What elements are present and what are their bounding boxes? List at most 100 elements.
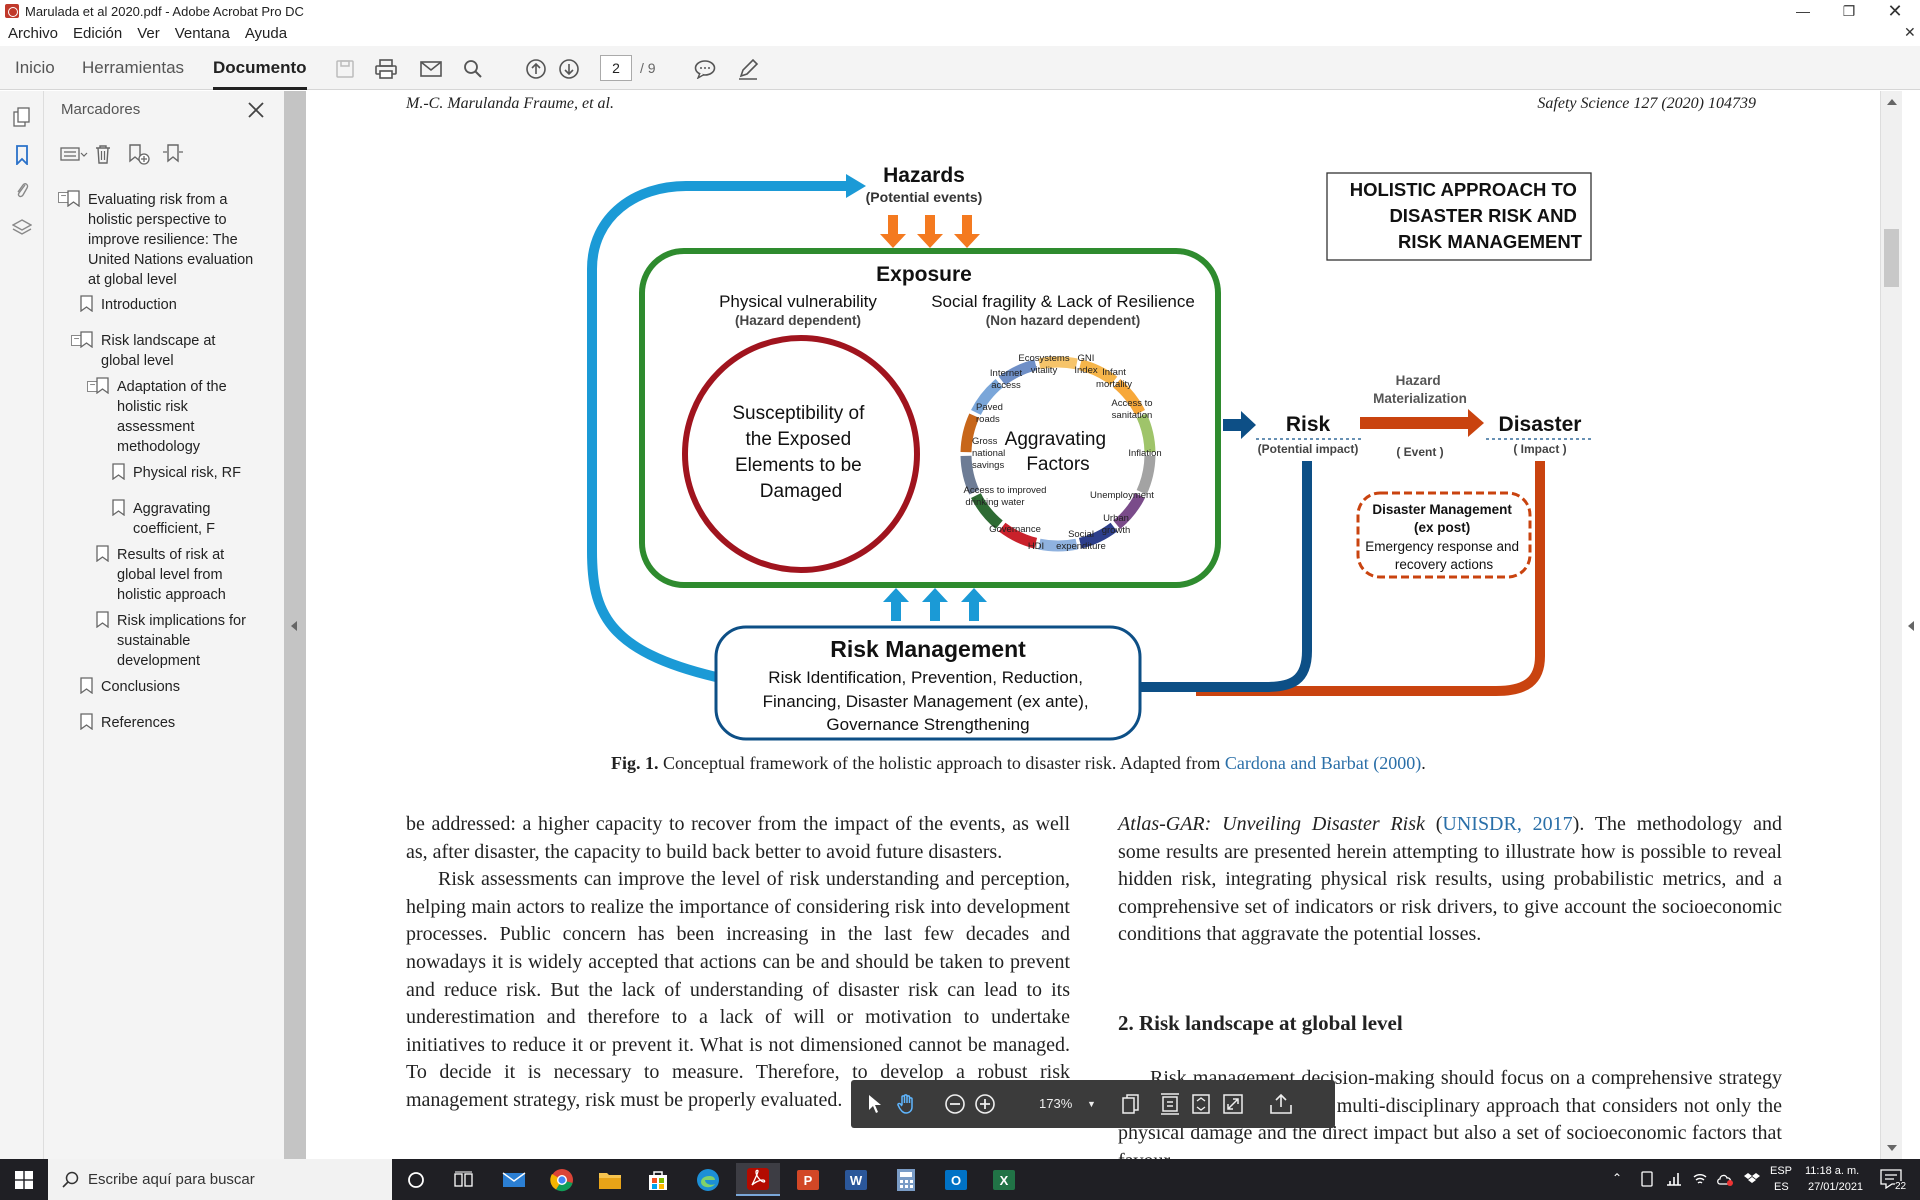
page-header-journal: Safety Science 127 (2020) 104739 [1537, 95, 1756, 112]
acrobat-taskbar-icon[interactable] [736, 1163, 780, 1196]
menu-archivo[interactable]: Archivo [8, 24, 59, 42]
tab-documento[interactable]: Documento [213, 46, 307, 90]
share-upload-icon[interactable] [1269, 1092, 1293, 1116]
menu-ver[interactable]: Ver [137, 24, 160, 42]
expand-right-pane-icon[interactable] [1908, 621, 1914, 631]
exposure-box [639, 248, 1221, 588]
full-screen-icon[interactable] [1221, 1092, 1245, 1116]
scrollbar-thumb[interactable] [1884, 229, 1899, 287]
scroll-mode-icon[interactable] [1158, 1092, 1182, 1116]
windows-start-button[interactable] [0, 1159, 48, 1200]
bookmarks-panel-icon[interactable] [11, 144, 33, 166]
wheel-segment [960, 455, 980, 495]
cortana-icon[interactable] [394, 1163, 438, 1196]
tab-herramientas[interactable]: Herramientas [82, 58, 185, 77]
fit-page-icon[interactable] [1189, 1092, 1213, 1116]
outlook-icon[interactable]: O [934, 1163, 978, 1196]
bookmark-options-icon[interactable] [60, 141, 94, 167]
zoom-level-select[interactable]: 173%▼ [1031, 1091, 1101, 1117]
edge-icon[interactable] [686, 1163, 730, 1196]
tab-inicio[interactable]: Inicio [15, 58, 55, 77]
page-thumbnails-icon[interactable] [11, 106, 33, 128]
caption-citation-link[interactable]: Cardona and Barbat (2000) [1224, 753, 1422, 773]
taskbar-search-box[interactable]: Escribe aquí para buscar [48, 1159, 392, 1200]
bookmark-item[interactable]: References [80, 713, 175, 733]
network-icon[interactable] [1666, 1171, 1682, 1187]
scroll-down-arrow-icon[interactable] [1887, 1145, 1897, 1151]
svg-text:P: P [804, 1173, 813, 1188]
sign-pen-icon[interactable] [735, 56, 761, 82]
menu-edicion[interactable]: Edición [73, 24, 123, 42]
excel-icon[interactable]: X [982, 1163, 1026, 1196]
menu-ventana[interactable]: Ventana [174, 24, 230, 42]
email-icon[interactable] [418, 56, 444, 82]
clock-date[interactable]: 27/01/2021 [1808, 1181, 1864, 1193]
next-page-icon[interactable] [556, 56, 582, 82]
vertical-scrollbar[interactable] [1880, 91, 1902, 1159]
hand-tool-icon[interactable] [895, 1092, 919, 1116]
prev-page-icon[interactable] [523, 56, 549, 82]
save-icon[interactable] [332, 56, 358, 82]
layers-icon[interactable] [11, 217, 33, 239]
task-view-icon[interactable] [442, 1163, 486, 1196]
attachments-icon[interactable] [11, 179, 33, 201]
new-bookmark-icon[interactable] [128, 141, 162, 167]
document-view[interactable]: M.-C. Marulanda Fraume, et al. Safety Sc… [306, 91, 1880, 1159]
bookmark-label: Introduction [101, 297, 177, 313]
store-icon[interactable] [636, 1163, 680, 1196]
input-language[interactable]: ESP [1770, 1165, 1793, 1177]
input-language-sub[interactable]: ES [1774, 1181, 1789, 1193]
calculator-icon[interactable] [884, 1163, 928, 1196]
mail-app-icon[interactable] [492, 1163, 536, 1196]
page-number-input[interactable]: 2 [600, 55, 632, 81]
delete-bookmark-icon[interactable] [94, 141, 128, 167]
wheel-segment [960, 413, 980, 453]
device-icon[interactable] [1640, 1171, 1654, 1187]
citation-link[interactable]: UNISDR, 2017 [1442, 813, 1573, 835]
expand-bookmark-icon[interactable] [162, 141, 196, 167]
bookmark-item[interactable]: Introduction [80, 295, 177, 315]
print-icon[interactable] [373, 56, 399, 82]
scroll-up-arrow-icon[interactable] [1887, 99, 1897, 105]
notifications-icon[interactable] [1880, 1169, 1902, 1189]
cloud-icon[interactable] [1716, 1171, 1734, 1187]
zoom-in-icon[interactable] [973, 1092, 997, 1116]
powerpoint-icon[interactable]: P [786, 1163, 830, 1196]
search-icon[interactable] [460, 56, 486, 82]
page-display-icon[interactable] [1119, 1092, 1143, 1116]
left-rail [0, 91, 44, 1159]
wifi-icon[interactable] [1692, 1171, 1708, 1187]
close-button[interactable]: ✕ [1887, 0, 1903, 21]
select-cursor-icon[interactable] [863, 1092, 887, 1116]
word-icon[interactable]: W [834, 1163, 878, 1196]
minimize-button[interactable]: — [1796, 3, 1810, 19]
bookmark-item[interactable]: Physical risk, RF [112, 463, 241, 483]
bookmark-icon [112, 463, 125, 480]
clock-time[interactable]: 11:18 a. m. [1805, 1165, 1860, 1177]
chrome-icon[interactable] [540, 1163, 584, 1196]
file-explorer-icon[interactable] [588, 1163, 632, 1196]
zoom-out-icon[interactable] [943, 1092, 967, 1116]
dropbox-icon[interactable] [1744, 1171, 1760, 1187]
close-document-icon[interactable]: ✕ [1904, 24, 1916, 40]
close-pane-icon[interactable] [246, 100, 266, 120]
maximize-button[interactable]: ❐ [1842, 2, 1856, 19]
figure-diagram: Hazards (Potential events) Exposure Phys… [587, 164, 1592, 741]
bookmark-icon [80, 713, 93, 730]
collapse-arrow-icon[interactable] [291, 621, 297, 631]
aggravating-factors-text: Aggravating Factors [1005, 429, 1112, 475]
comment-icon[interactable] [692, 56, 718, 82]
menu-ayuda[interactable]: Ayuda [244, 24, 288, 42]
bookmark-item[interactable]: Conclusions [80, 677, 180, 697]
holistic-approach-title: HOLISTIC APPROACH TO DISASTER RISK AND R… [1350, 179, 1583, 252]
pane-splitter[interactable] [284, 91, 306, 1159]
tray-expand-icon[interactable]: ⌃ [1612, 1171, 1623, 1185]
